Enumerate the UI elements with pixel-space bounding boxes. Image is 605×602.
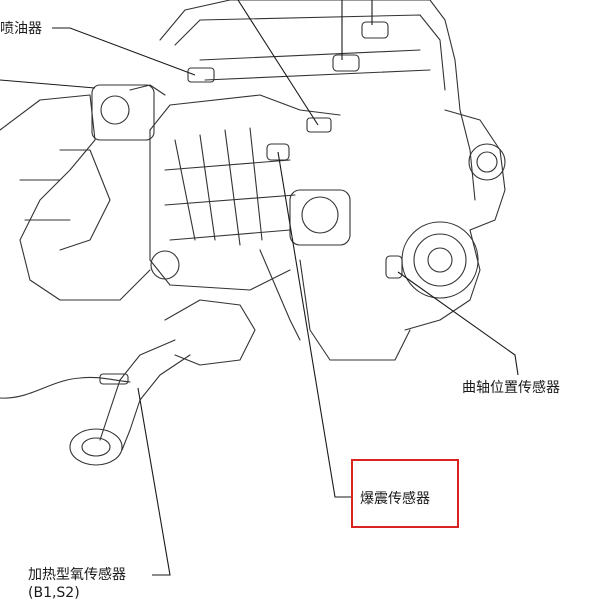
leader-injector [52,27,196,76]
knock-sensor-highlight-box [351,459,459,528]
leader-top-a [237,0,319,126]
label-knock-sensor: 爆震传感器 [360,491,430,507]
leader-lines [0,0,519,576]
leader-o2 [137,387,171,576]
leader-crankshaft [397,271,519,376]
leader-knock [277,151,352,498]
label-o2-sensor-bank: (B1,S2) [28,585,80,601]
label-crankshaft-position-sensor: 曲轴位置传感器 [462,380,560,396]
label-injector: 喷油器 [0,21,42,37]
label-heated-oxygen-sensor: 加热型氧传感器 [28,567,126,583]
engine-line-art [0,0,506,466]
leader-throttle [0,79,96,89]
